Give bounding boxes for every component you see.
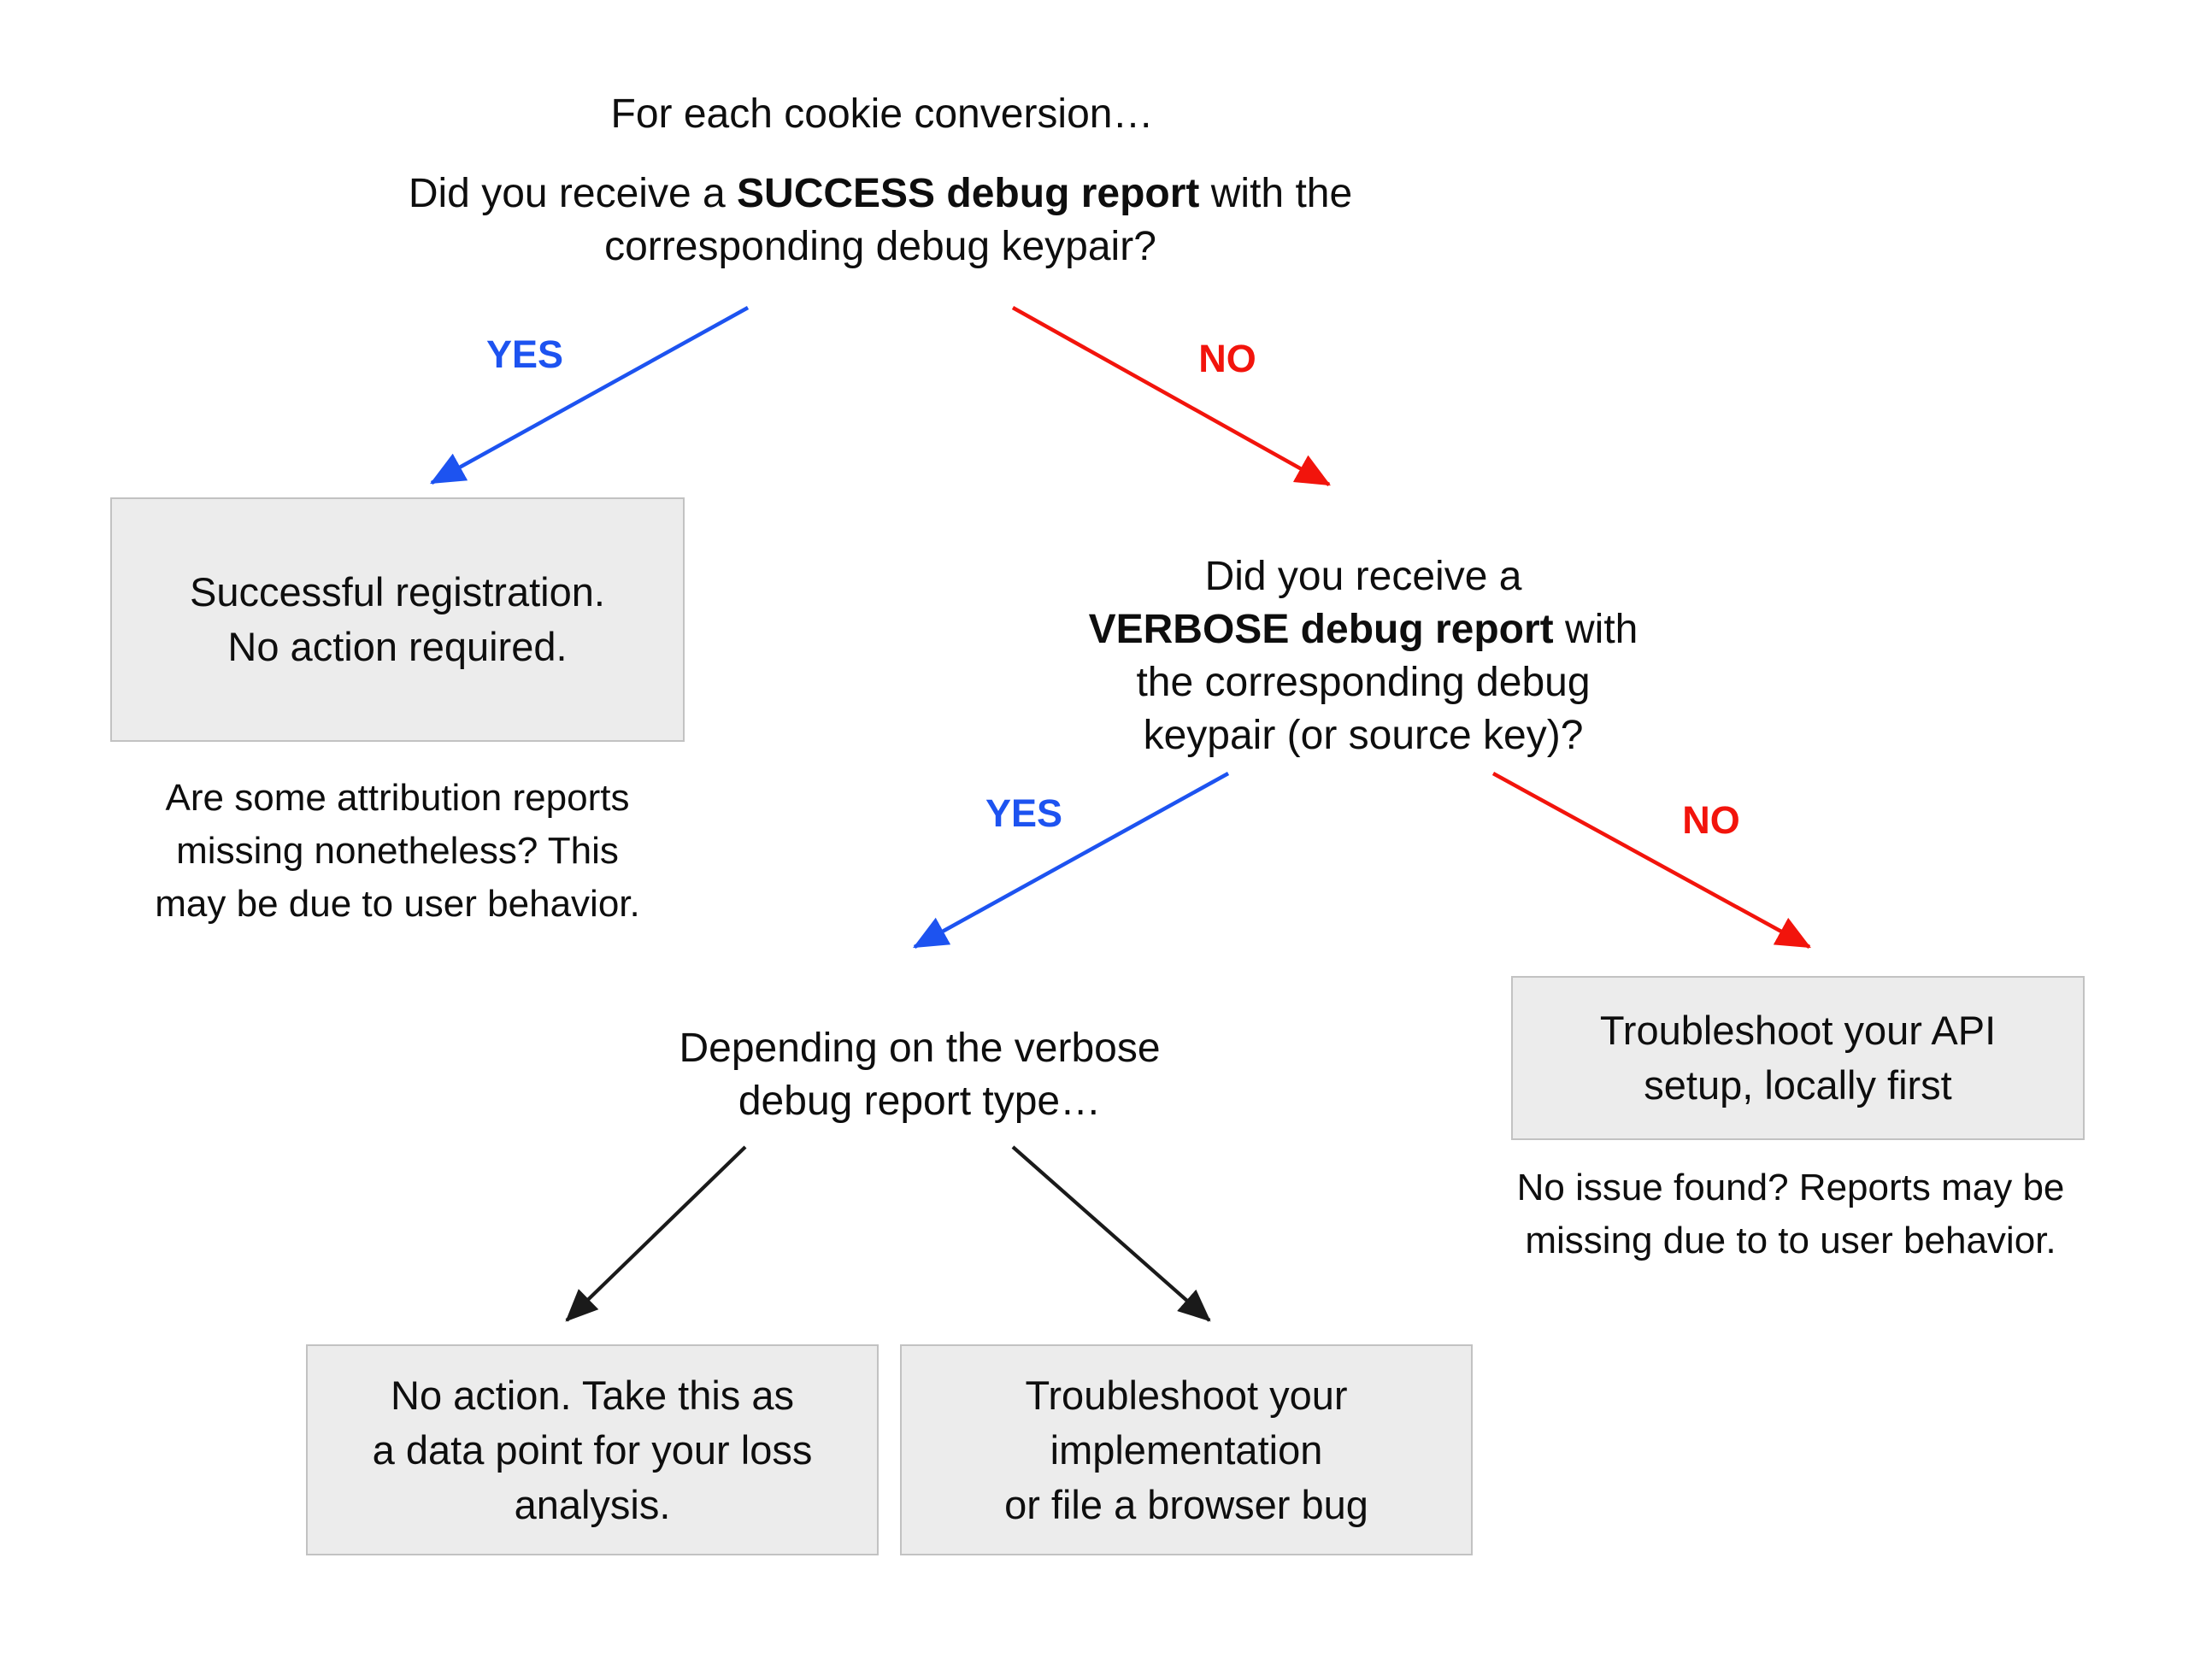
box-troubleshoot-implementation-line1: Troubleshoot your [1025, 1372, 1348, 1418]
box-successful-registration-line2: No action required. [227, 624, 568, 669]
node-depending: Depending on the verbose debug report ty… [578, 1022, 1262, 1128]
question-success-line1: Did you receive a SUCCESS debug report w… [408, 171, 1353, 216]
question-success: Did you receive a SUCCESS debug report w… [282, 168, 1479, 273]
question-verbose-line3: the corresponding debug [1136, 660, 1591, 705]
question-verbose-line4: keypair (or source key)? [1143, 713, 1584, 758]
box-troubleshoot-api-line1: Troubleshoot your API [1599, 1008, 1997, 1053]
box-troubleshoot-api-line2: setup, locally first [1644, 1062, 1952, 1108]
box-no-action-loss-analysis: No action. Take this as a data point for… [306, 1344, 879, 1555]
box-no-action-line3: analysis. [514, 1481, 671, 1527]
question-success-line2: corresponding debug keypair? [604, 224, 1156, 269]
arrow-no-1 [1011, 306, 1331, 486]
label-yes-2: YES [985, 791, 1063, 835]
box-troubleshoot-implementation-line3: or file a browser bug [1004, 1481, 1368, 1527]
question-verbose-line2: VERBOSE debug report with [1088, 607, 1638, 652]
box-successful-registration-line1: Successful registration. [190, 569, 605, 614]
note-attribution-reports: Are some attribution reports missing non… [155, 777, 640, 925]
arrow-verbose-left [565, 1145, 747, 1322]
box-no-action-line1: No action. Take this as [391, 1372, 794, 1418]
label-no-1: NO [1198, 337, 1256, 380]
question-verbose: Did you receive a VERBOSE debug report w… [1021, 550, 1705, 762]
label-yes-1: YES [485, 332, 564, 376]
question-verbose-line1: Did you receive a [1204, 554, 1522, 599]
node-depending-line1: Depending on the verbose [679, 1026, 1161, 1071]
box-troubleshoot-implementation-line2: implementation [1050, 1426, 1323, 1473]
label-no-2: NO [1682, 798, 1740, 842]
box-successful-registration: Successful registration. No action requi… [110, 497, 685, 742]
node-depending-line2: debug report type… [738, 1079, 1102, 1124]
box-troubleshoot-implementation: Troubleshoot your implementation or file… [900, 1344, 1473, 1555]
note-no-issue-found: No issue found? Reports may be missing d… [1516, 1167, 2065, 1261]
box-troubleshoot-api: Troubleshoot your API setup, locally fir… [1511, 976, 2085, 1140]
diagram-title: For each cookie conversion… [610, 91, 1154, 137]
arrow-verbose-right [1011, 1145, 1211, 1322]
box-no-action-line2: a data point for your loss [372, 1426, 813, 1473]
